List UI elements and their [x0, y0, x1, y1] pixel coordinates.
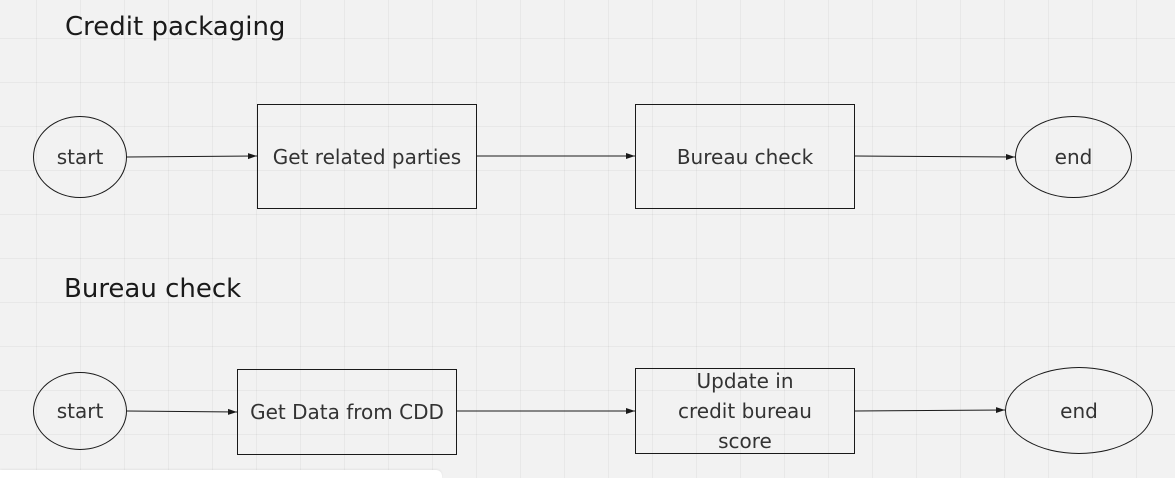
- start-node-label: start: [56, 145, 104, 169]
- diagram-title-bureau-check[interactable]: Bureau check: [64, 274, 242, 304]
- process-box-update-credit-bureau-score[interactable]: Update in credit bureau score: [635, 368, 855, 454]
- process-box-label: Update in credit bureau score: [678, 369, 812, 453]
- process-box-label: Bureau check: [676, 144, 814, 169]
- process-box-get-data-from-cdd[interactable]: Get Data from CDD: [237, 369, 457, 455]
- start-node-label: start: [56, 399, 104, 423]
- process-box-get-related-parties[interactable]: Get related parties: [257, 104, 477, 209]
- connector-start-to-get-data-from-cdd[interactable]: [126, 408, 238, 415]
- end-node-label: end: [1060, 398, 1098, 423]
- process-box-bureau-check[interactable]: Bureau check: [635, 104, 855, 209]
- start-node[interactable]: start: [33, 116, 127, 198]
- process-box-label: Get Data from CDD: [250, 400, 444, 424]
- connector-start-to-get-related-parties[interactable]: [125, 153, 258, 160]
- start-node[interactable]: start: [33, 372, 127, 450]
- end-node-label: end: [1054, 145, 1093, 169]
- connector-update-score-to-end[interactable]: [854, 407, 1006, 414]
- process-box-label: Get related parties: [272, 144, 462, 169]
- end-node[interactable]: end: [1015, 116, 1132, 198]
- end-node[interactable]: end: [1005, 367, 1153, 454]
- connector-bureau-check-to-end[interactable]: [854, 153, 1016, 160]
- diagram-title-credit-packaging[interactable]: Credit packaging: [65, 12, 286, 42]
- horizontal-scrollbar[interactable]: [0, 470, 442, 478]
